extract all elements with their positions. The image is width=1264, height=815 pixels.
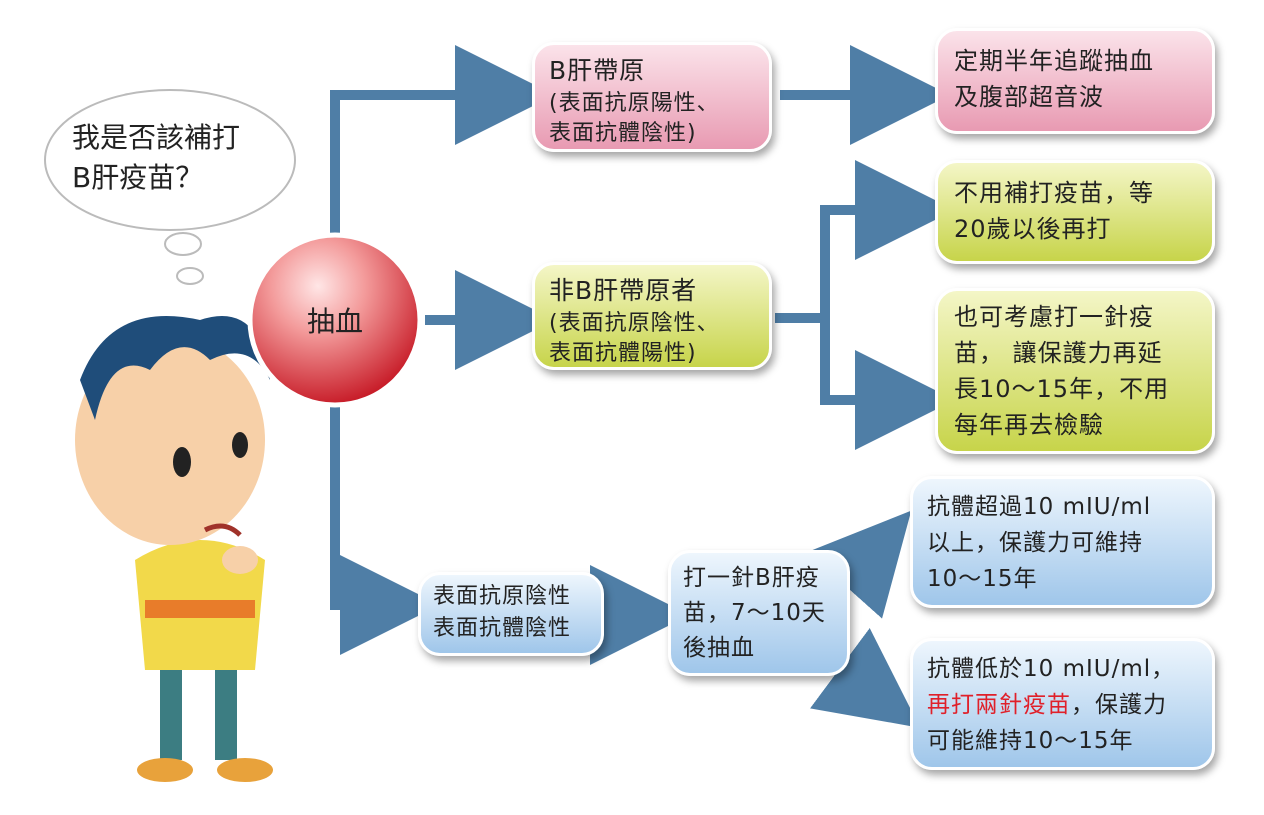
noncarrier-result1-line-1: 不用補打疫苗，等 [954, 179, 1154, 207]
result-low-line-1: 抗體低於10 mIU/ml， [927, 656, 1176, 682]
blood-test-node [247, 232, 423, 408]
result-high-line-1: 抗體超過10 mIU/ml [927, 494, 1152, 520]
vaccine-box: 打一針B肝疫 苗，7～10天 後抽血 [668, 550, 850, 676]
arrow-to-noncarrier-result2 [820, 318, 955, 450]
carrier-result-line-1: 定期半年追蹤抽血 [954, 47, 1154, 75]
result-low-highlight: 再打兩針疫苗 [927, 692, 1071, 718]
arrow-to-result-high [807, 510, 912, 619]
noncarrier-result2-line-3: 長10～15年，不用 [954, 375, 1170, 403]
result-low-box: 抗體低於10 mIU/ml， 再打兩針疫苗，保護力 可能維持10～15年 [910, 638, 1215, 770]
carrier-line-2: 表面抗體陰性) [549, 121, 697, 146]
result-high-line-2: 以上，保護力可維持 [927, 530, 1143, 556]
vaccine-line-2: 苗，7～10天 [683, 600, 826, 626]
carrier-line-1: (表面抗原陽性、 [549, 91, 720, 116]
connectors [330, 45, 955, 728]
result-low-line-2-rest: ，保護力 [1071, 692, 1167, 718]
thought-line-1: 我是否該補打 [72, 121, 241, 154]
negative-box: 表面抗原陰性 表面抗體陰性 [418, 572, 604, 656]
noncarrier-title: 非B肝帶原者 [549, 276, 698, 305]
noncarrier-result1-box: 不用補打疫苗，等 20歲以後再打 [935, 160, 1215, 264]
carrier-title: B肝帶原 [549, 56, 646, 85]
noncarrier-box: 非B肝帶原者 (表面抗原陰性、 表面抗體陽性) [532, 262, 772, 370]
boy-illustration [75, 316, 273, 782]
vaccine-line-1: 打一針B肝疫 [683, 565, 820, 591]
thought-bubble [44, 89, 296, 285]
arrow-to-result-low [810, 628, 921, 728]
noncarrier-result2-line-4: 每年再去檢驗 [954, 411, 1104, 439]
vaccine-line-3: 後抽血 [683, 635, 755, 661]
result-high-line-3: 10～15年 [927, 566, 1038, 592]
arrow-to-noncarrier-branch [775, 160, 955, 323]
carrier-result-line-2: 及腹部超音波 [954, 83, 1104, 111]
arrow-to-carrier [330, 45, 555, 250]
blood-test-label: 抽血 [306, 305, 363, 338]
noncarrier-line-1: (表面抗原陰性、 [549, 311, 720, 336]
noncarrier-result2-box: 也可考慮打一針疫 苗， 讓保護力再延 長10～15年，不用 每年再去檢驗 [935, 288, 1215, 454]
arrow-to-negative [330, 400, 440, 655]
negative-line-2: 表面抗體陰性 [433, 616, 572, 641]
result-low-line-2: 再打兩針疫苗，保護力 [927, 687, 1198, 723]
negative-line-1: 表面抗原陰性 [433, 584, 572, 609]
carrier-result-box: 定期半年追蹤抽血 及腹部超音波 [935, 28, 1215, 134]
noncarrier-result2-line-2: 苗， 讓保護力再延 [954, 339, 1163, 367]
thought-text: 我是否該補打 B肝疫苗？ [72, 118, 272, 198]
noncarrier-result2-line-1: 也可考慮打一針疫 [954, 303, 1154, 331]
carrier-box: B肝帶原 (表面抗原陽性、 表面抗體陰性) [532, 42, 772, 152]
result-high-box: 抗體超過10 mIU/ml 以上，保護力可維持 10～15年 [910, 476, 1215, 608]
noncarrier-result1-line-2: 20歲以後再打 [954, 215, 1112, 243]
result-low-line-3: 可能維持10～15年 [927, 728, 1134, 754]
thought-line-2: B肝疫苗？ [72, 161, 204, 194]
noncarrier-line-2: 表面抗體陽性) [549, 341, 697, 366]
